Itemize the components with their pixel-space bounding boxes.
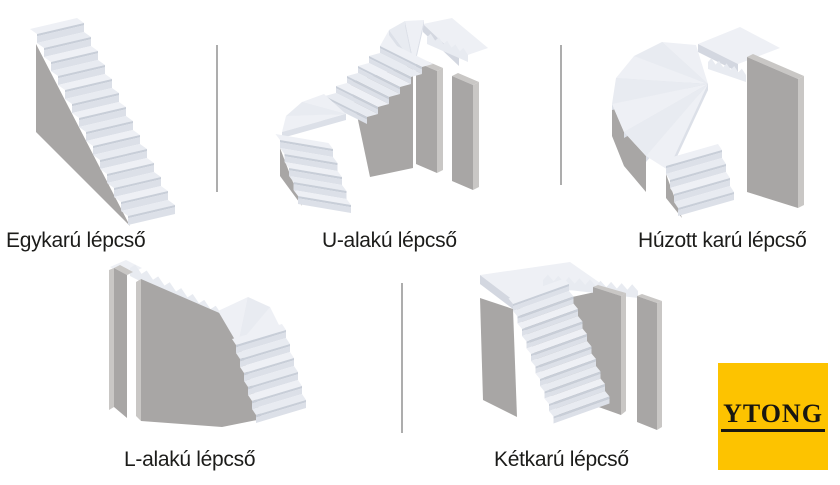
divider-line-3: [401, 283, 403, 433]
label-u-alaku-lepcso: U-alakú lépcső: [322, 229, 457, 252]
ytong-logo: YTONG: [718, 363, 828, 470]
label-l-alaku-lepcso: L-alakú lépcső: [124, 448, 256, 471]
label-ketkaru-lepcso: Kétkarú lépcső: [494, 448, 629, 471]
l-shaped-staircase-illustration: [109, 260, 306, 427]
divider-line-1: [216, 45, 218, 192]
u-shaped-staircase-illustration: [275, 18, 488, 213]
single-flight-staircase-illustration: [30, 18, 175, 226]
double-flight-staircase-illustration: [480, 262, 662, 430]
ytong-logo-text: YTONG: [721, 401, 825, 432]
label-huzott-karu-lepcso: Húzott karú lépcső: [638, 229, 807, 252]
divider-line-2: [560, 45, 562, 185]
label-egykaru-lepcso: Egykarú lépcső: [6, 229, 146, 252]
winder-staircase-illustration: [612, 27, 804, 218]
